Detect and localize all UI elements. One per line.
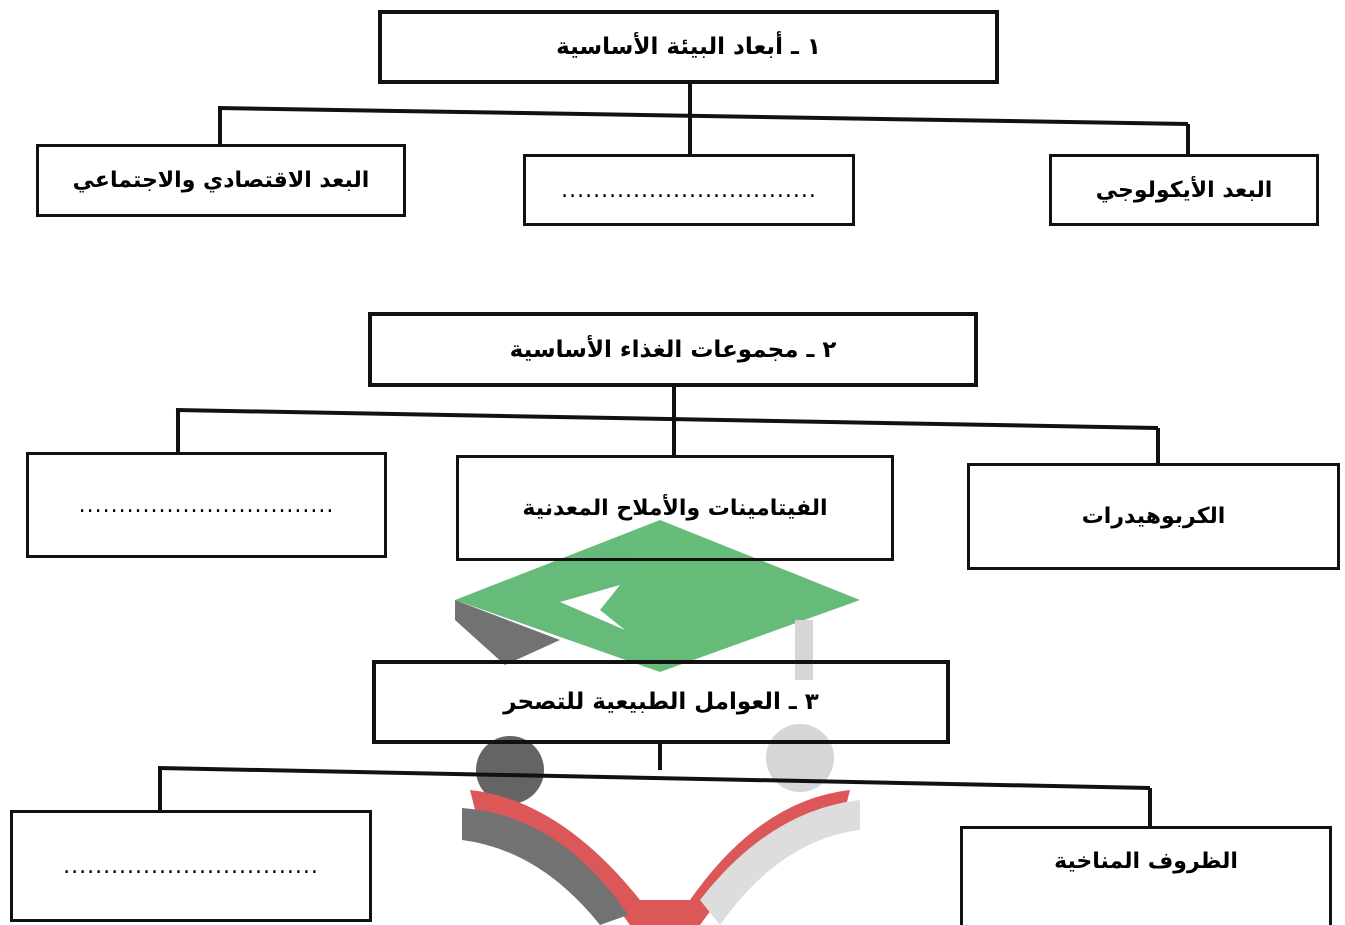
diagram-2-title-box: ٢ ـ مجموعات الغذاء الأساسية bbox=[368, 312, 978, 387]
diagram-1-middle-blank: ................................ bbox=[561, 177, 817, 203]
diagram-3-right-label: الظروف المناخية bbox=[1054, 849, 1238, 874]
d2-bar bbox=[175, 408, 1159, 430]
diagram-1-right-box: البعد الأيكولوجي bbox=[1049, 154, 1319, 226]
cap-board-gray bbox=[455, 600, 560, 665]
diagram-1-right-label: البعد الأيكولوجي bbox=[1095, 177, 1273, 203]
figure-head-gray bbox=[476, 736, 544, 804]
diagram-2-middle-box: الفيتامينات والأملاح المعدنية bbox=[456, 455, 894, 561]
diagram-2-left-blank-box: ................................ bbox=[26, 452, 387, 558]
diagram-2-right-box: الكربوهيدرات bbox=[967, 463, 1340, 570]
diagram-1-middle-blank-box: ................................ bbox=[523, 154, 855, 226]
cap-board-green bbox=[455, 520, 860, 672]
d1-bar bbox=[217, 106, 1189, 126]
figure-body-light bbox=[700, 800, 860, 925]
diagram-2-left-blank: ................................ bbox=[78, 492, 335, 518]
cap-arrow-white bbox=[560, 585, 625, 630]
diagram-3-right-box: الظروف المناخية bbox=[960, 826, 1332, 925]
figure-body-gray bbox=[462, 808, 628, 925]
d3-bar bbox=[157, 766, 1151, 790]
diagram-3-title-box: ٣ ـ العوامل الطبيعية للتصحر bbox=[372, 660, 950, 744]
diagram-3-left-blank-box: ................................ bbox=[10, 810, 372, 922]
cap-tassel-gray bbox=[795, 620, 813, 680]
figure-body-red bbox=[470, 790, 850, 925]
diagram-3-title: ٣ ـ العوامل الطبيعية للتصحر bbox=[503, 689, 819, 715]
diagram-3-left-blank: ................................ bbox=[63, 853, 319, 879]
diagram-2-right-label: الكربوهيدرات bbox=[1081, 504, 1226, 529]
diagram-1-left-label: البعد الاقتصادي والاجتماعي bbox=[72, 168, 370, 193]
diagram-1-title-box: ١ ـ أبعاد البيئة الأساسية bbox=[378, 10, 999, 84]
diagram-2-title: ٢ ـ مجموعات الغذاء الأساسية bbox=[509, 336, 837, 363]
diagram-2-middle-label: الفيتامينات والأملاح المعدنية bbox=[522, 495, 828, 521]
diagram-1-left-box: البعد الاقتصادي والاجتماعي bbox=[36, 144, 406, 217]
diagram-1-title: ١ ـ أبعاد البيئة الأساسية bbox=[556, 34, 821, 60]
